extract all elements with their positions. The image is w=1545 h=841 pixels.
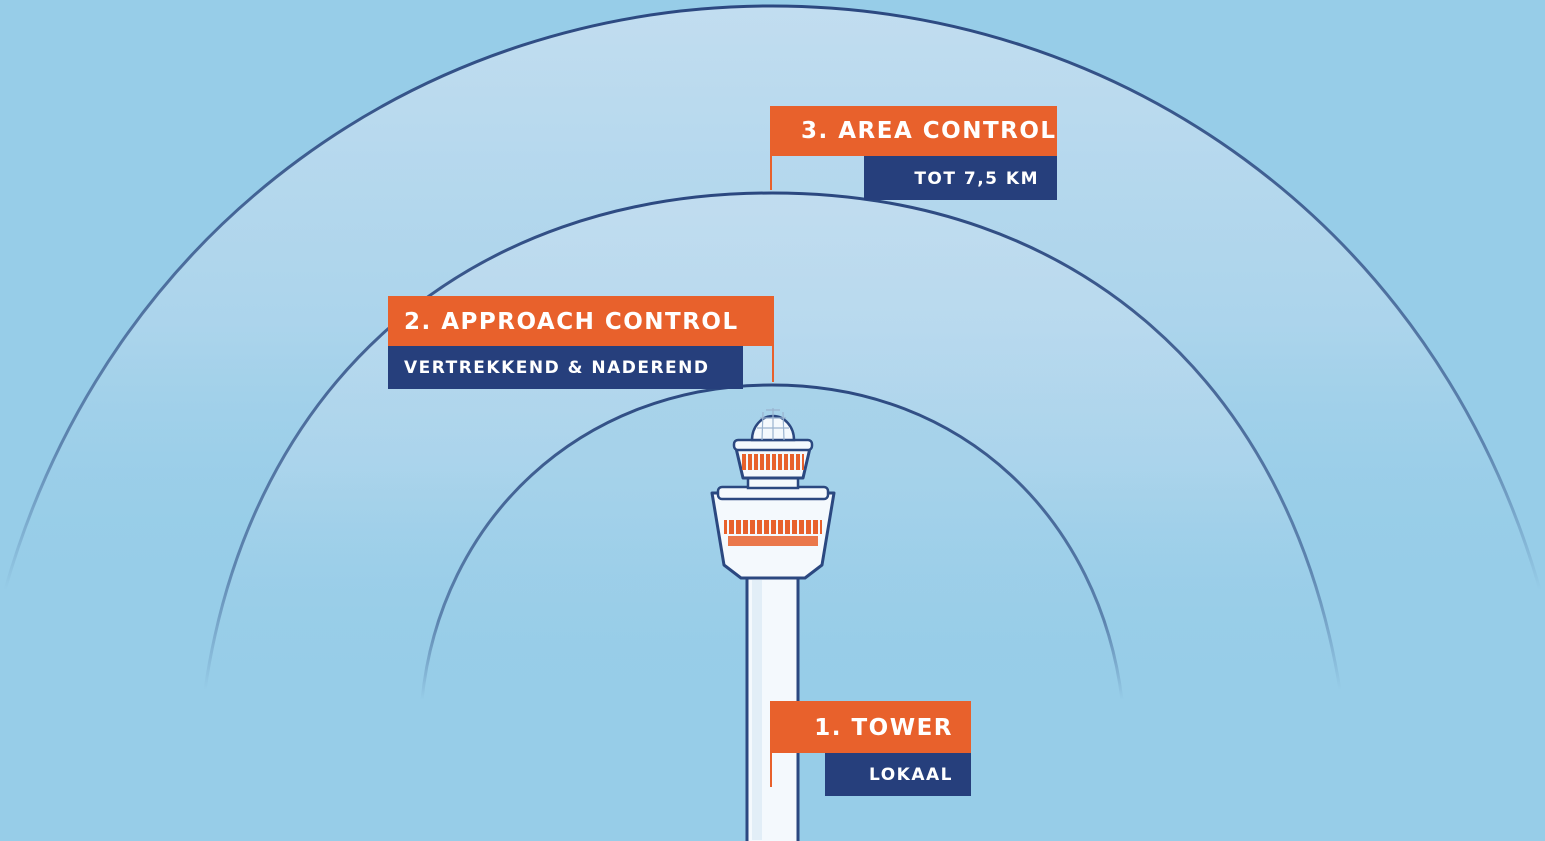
approach-control-title: 2. APPROACH CONTROL: [388, 296, 774, 346]
upper-cab-windows: [742, 454, 804, 470]
area-control-subtitle: TOT 7,5 KM: [864, 156, 1057, 200]
tower-pin: [770, 753, 772, 787]
tower-subtitle: LOKAAL: [825, 753, 971, 796]
lower-cab-windows: [724, 520, 822, 546]
area-control-pin: [770, 156, 772, 190]
area-control-title: 3. AREA CONTROL: [770, 106, 1057, 156]
tower-title: 1. TOWER: [770, 701, 971, 753]
approach-control-pin: [772, 346, 774, 382]
approach-control-subtitle: VERTREKKEND & NADEREND: [388, 346, 743, 389]
